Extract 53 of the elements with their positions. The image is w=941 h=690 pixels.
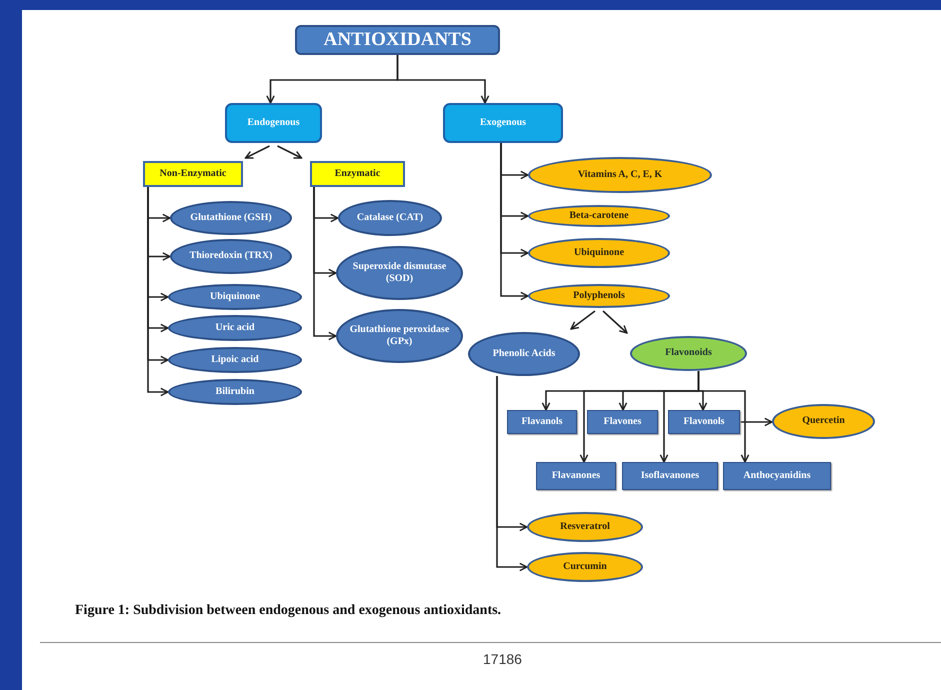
node-label: Uric acid [214,322,256,334]
category-box [443,103,563,143]
class-box [668,410,740,434]
arrow [496,376,528,572]
class-box [622,462,718,490]
node-label: Flavanones [550,470,602,482]
node-label: Phenolic Acids [492,348,556,360]
arrow [396,55,490,104]
node-label: Curcumin [562,560,608,574]
subcategory-box [143,161,243,187]
class-box [723,462,831,490]
arrow [244,145,270,159]
arrow [740,418,773,426]
arrow [698,371,750,463]
node-label: Glutathione peroxidase (GPx) [348,324,450,348]
class-box [587,410,658,434]
node-label: Bilirubin [214,386,256,398]
node-label: Flavonols [682,416,726,428]
node-label: Lipoic acid [210,354,260,366]
page-number: 17186 [483,651,522,667]
node-label: Resveratrol [559,520,611,534]
node-label: Thioredoxin (TRX) [188,250,274,263]
node-label: Beta-carotene [568,210,630,222]
class-box [536,462,616,490]
node-label: Endogenous [246,116,301,130]
node-label: Exogenous [478,116,528,130]
class-box [507,410,577,434]
node-label: Vitamins A, C, E, K [576,168,664,182]
title-box [295,25,500,55]
arrow [147,187,169,396]
node-label: Quercetin [801,415,846,428]
node-label: Flavones [602,416,642,428]
node-label: Catalase (CAT) [356,212,424,224]
arrow [570,310,596,330]
node-label: Glutathione (GSH) [189,212,273,224]
node-label: Polyphenols [572,290,626,302]
arrow [500,143,529,300]
subcategory-box [310,161,405,187]
node-label: Non-Enzymatic [158,168,228,180]
arrow [313,187,337,340]
node-label: ANTIOXIDANTS [322,28,472,52]
arrow [277,145,302,159]
node-label: Isoflavanones [640,470,700,482]
node-label: Enzymatic [334,168,382,180]
category-box [225,103,322,143]
node-label: Ubiquinone [208,290,262,304]
node-label: Superoxide dismutase (SOD) [352,260,448,286]
node-label: Flavanols [520,416,564,428]
figure-caption: Figure 1: Subdivision between endogenous and exogenous antioxidants. [75,603,502,619]
node-label: Ubiquinone [572,246,626,260]
node-label: Anthocyanidins [742,470,812,482]
arrow [602,310,628,334]
node-label: Flavonoids [664,347,713,360]
